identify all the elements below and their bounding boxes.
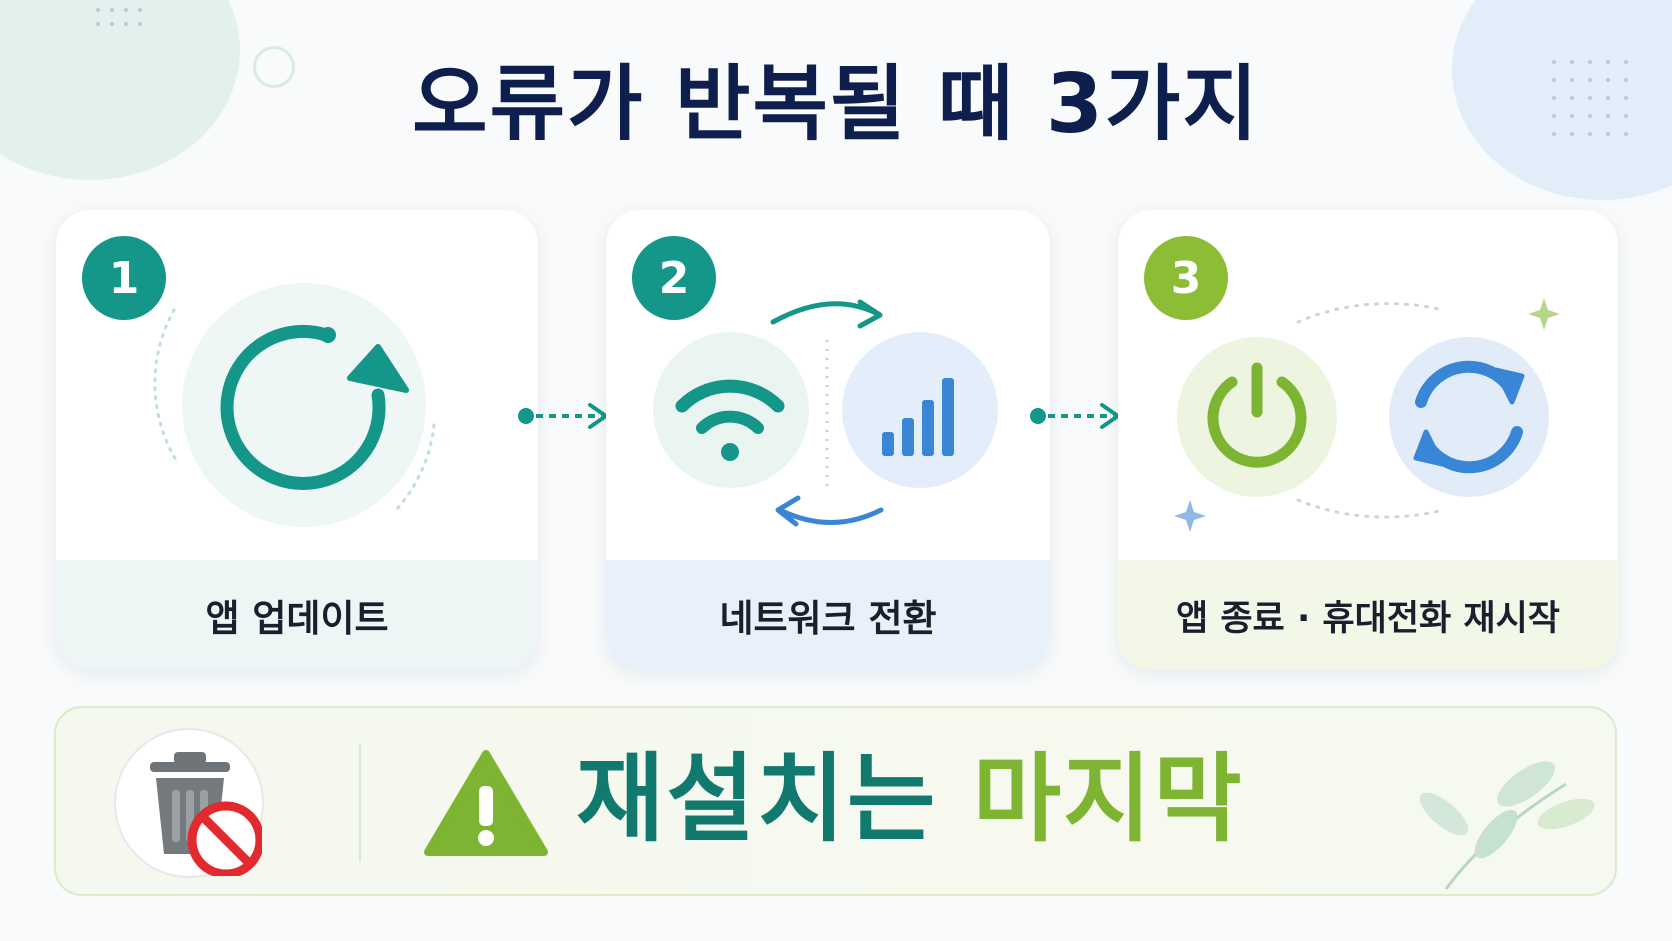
- warning-icon: [424, 750, 548, 856]
- decorative-ring: [253, 46, 295, 88]
- step-number-badge: 2: [632, 236, 716, 320]
- step-number-badge: 3: [1144, 236, 1228, 320]
- arrow-connector-2: [1030, 403, 1120, 429]
- divider: [359, 744, 361, 862]
- banner-headline: 재설치는 마지막: [576, 732, 1244, 866]
- headline-part-last: 마지막: [972, 743, 1244, 855]
- arrow-connector-1: [518, 403, 608, 429]
- step-label: 앱 업데이트: [56, 560, 538, 670]
- step-number-badge: 1: [82, 236, 166, 320]
- trash-prohibited-icon: [114, 728, 265, 879]
- step-card-1: 1 앱 업데이트: [56, 210, 538, 670]
- step-card-3: 3 앱 종료 · 휴대전화 재시작: [1118, 210, 1618, 670]
- step-card-2: 2 네트워크 전환: [606, 210, 1050, 670]
- reinstall-banner: 재설치는 마지막: [54, 706, 1617, 896]
- wifi-to-signal-icon: [653, 299, 998, 527]
- decorative-dots-left: [96, 8, 142, 26]
- refresh-arrow-icon: [153, 283, 436, 527]
- leaf-decoration-icon: [1419, 761, 1595, 890]
- step-label: 앱 종료 · 휴대전화 재시작: [1118, 560, 1618, 670]
- decorative-dots-right: [1552, 60, 1628, 136]
- power-restart-icon: [1174, 298, 1560, 532]
- headline-part-reinstall: 재설치는: [576, 743, 938, 855]
- step-label: 네트워크 전환: [606, 560, 1050, 670]
- page-title: 오류가 반복될 때 3가지: [412, 57, 1260, 152]
